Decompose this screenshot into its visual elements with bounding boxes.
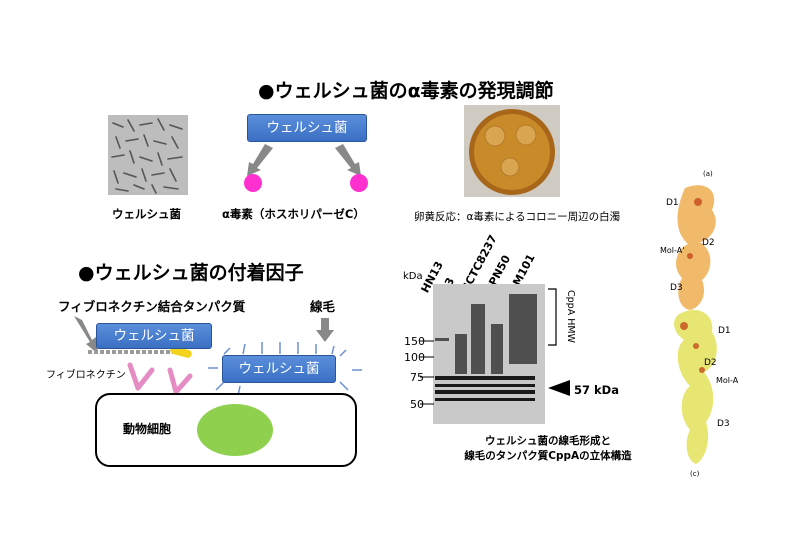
fibronectin-binding-label: フィブロネクチン結合タンパク質 [58,299,246,314]
bacteria-box-right: ウェルシュ菌 [222,355,336,383]
adhesion-title: ●ウェルシュ菌の付着因子 [78,262,304,284]
blot-membrane [433,284,545,424]
bacteria-box-left: ウェルシュ菌 [96,323,212,349]
pili-arrow [316,318,334,342]
plate-caption: 卵黄反応：α毒素によるコロニー周辺の白濁 [414,211,621,223]
binding-protein [170,346,192,358]
top-d1: D1 [666,198,679,208]
animal-cell-label: 動物細胞 [123,422,172,436]
marker-50: 50 [410,398,424,411]
egg-yolk-plate-photo [464,105,560,197]
toxin-caption: α毒素（ホスホリパーゼC） [222,207,365,221]
bacteria-box-alpha: ウェルシュ菌 [247,114,367,142]
split-arrows [247,144,361,176]
blot-caption-line1: ウェルシュ菌の線毛形成と [485,435,611,447]
bacteria-micrograph [108,115,188,195]
bottom-d3: D3 [717,419,730,429]
fibronectin-receptors [127,362,193,395]
bottom-mol: Mol-A [716,376,739,385]
bottom-d1: D1 [718,326,731,336]
hmw-bracket [548,288,557,346]
top-d3: D3 [670,283,683,293]
hmw-label: CppA HMW [565,290,576,343]
marker-100: 100 [404,351,425,364]
pili-lines [208,342,362,397]
blot-caption: ウェルシュ菌の線毛形成と 線毛のタンパク質CppAの立体構造 [448,433,648,463]
binding-arrow [74,316,98,354]
marker-75: 75 [410,371,424,384]
cppa-structure [660,180,740,470]
cell-nucleus [197,404,273,456]
band-arrow [548,380,570,396]
top-mol: Mol-A' [660,246,685,255]
marker-150: 150 [404,335,425,348]
top-d2: D2 [702,238,715,248]
toxin-dot-right [350,174,368,192]
alpha-toxin-title: ●ウェルシュ菌のα毒素の発現調節 [258,80,554,102]
adhesion-diagram [74,316,362,467]
band-label: 57 kDa [574,383,619,397]
toxin-dot-left [244,174,262,192]
panel-a: (a) [703,170,713,178]
pili-label: 線毛 [310,299,336,314]
panel-c: (c) [690,470,700,478]
micrograph-caption: ウェルシュ菌 [112,207,181,221]
marker-ticks [420,340,434,405]
kda-unit: kDa [403,271,423,282]
blot-caption-line2: 線毛のタンパク質CppAの立体構造 [464,450,632,462]
fibronectin-label: フィブロネクチン [46,370,126,381]
bottom-d2: D2 [704,358,717,368]
